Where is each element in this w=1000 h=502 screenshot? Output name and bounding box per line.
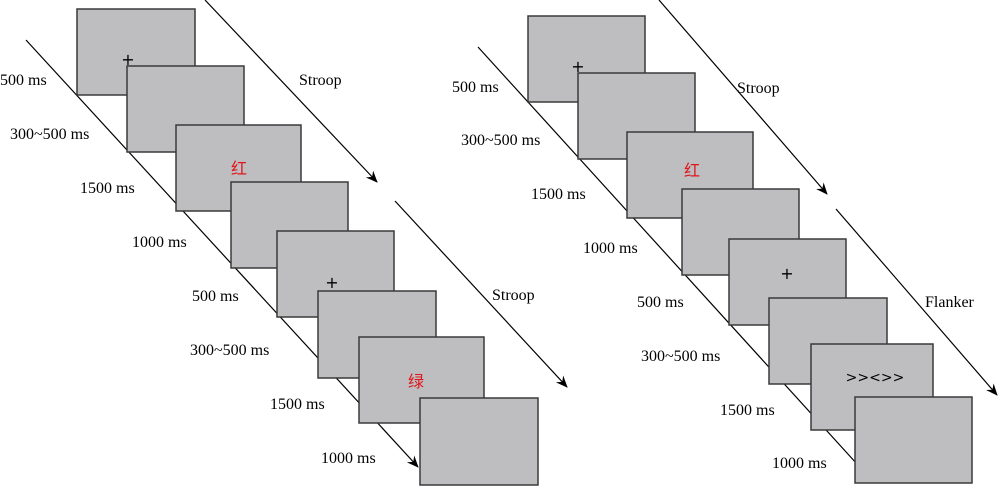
screen-blank: [419, 397, 539, 486]
stroop-arrow: [204, 0, 378, 183]
fixation-cross: +: [571, 57, 584, 76]
fixation-cross: +: [121, 50, 134, 69]
duration-label: 500 ms: [192, 288, 239, 305]
left-panel: + 红 + 绿 500 ms 300~500 ms 1500 ms 1000 m…: [0, 0, 568, 486]
duration-label: 300~500 ms: [190, 342, 269, 359]
duration-label: 1500 ms: [720, 402, 775, 419]
duration-label: 500 ms: [452, 79, 499, 96]
duration-label: 300~500 ms: [10, 126, 89, 143]
stroop-arrow: [394, 200, 568, 388]
stroop-word: 红: [231, 159, 247, 178]
right-panel: + 红 + >><>> 500 ms 300~500 ms 1500 ms 10…: [452, 0, 998, 484]
screen-blank: [854, 396, 973, 484]
timeline-arrow: [25, 39, 419, 468]
stroop-arrow: [658, 0, 828, 195]
task-label: Stroop: [299, 72, 342, 89]
duration-label: 1000 ms: [583, 240, 638, 257]
duration-label: 1500 ms: [270, 396, 325, 413]
stroop-word: 红: [684, 161, 700, 180]
fixation-cross: +: [325, 273, 338, 292]
task-label: Stroop: [737, 80, 780, 97]
task-label: Stroop: [492, 287, 535, 304]
duration-label: 1000 ms: [321, 450, 376, 467]
duration-label: 1500 ms: [531, 186, 586, 203]
duration-label: 500 ms: [0, 72, 47, 89]
duration-label: 300~500 ms: [641, 348, 720, 365]
duration-label: 300~500 ms: [461, 132, 540, 149]
stroop-word: 绿: [408, 372, 424, 391]
duration-label: 1500 ms: [80, 180, 135, 197]
task-label: Flanker: [925, 294, 975, 311]
fixation-cross: +: [780, 264, 793, 283]
duration-label: 1000 ms: [132, 234, 187, 251]
flanker-arrow: [835, 208, 998, 396]
timeline-arrow: [477, 46, 868, 476]
duration-label: 500 ms: [637, 294, 684, 311]
flanker-stimulus: >><>>: [846, 370, 905, 386]
duration-label: 1000 ms: [772, 455, 827, 472]
